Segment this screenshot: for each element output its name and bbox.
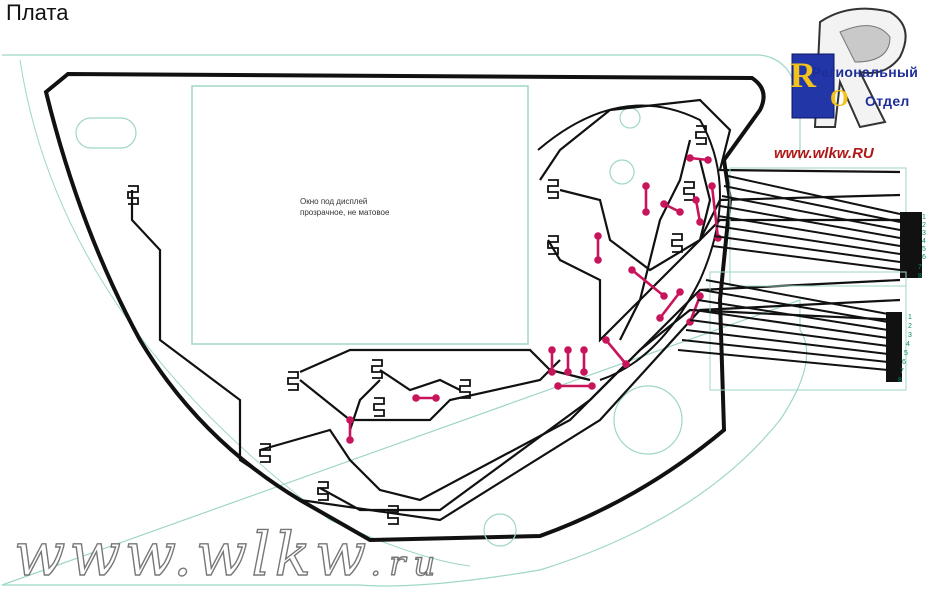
display-window [191, 85, 529, 345]
pin-label: 6 [922, 254, 926, 261]
logo-emblem [791, 7, 907, 129]
pin-label: 3 [908, 332, 912, 339]
watermark-suffix: .ru [370, 543, 444, 584]
pin-label: 1 [922, 214, 926, 221]
slot-cutout [75, 117, 137, 149]
logo-r-letter: R [790, 55, 816, 95]
mount-hole [613, 385, 683, 455]
caption-line-2: прозрачное, не матовое [300, 208, 390, 217]
page-title: Плата [6, 0, 69, 25]
logo-o-letter: O [830, 86, 849, 112]
pin-label: 4 [906, 341, 910, 348]
pin-label: 5 [904, 350, 908, 357]
pin-label: 2 [922, 222, 926, 229]
mount-hole [619, 107, 641, 129]
ribbon-connector-bottom [677, 271, 907, 391]
pin-label: 2 [908, 323, 912, 330]
watermark: www.wlkw.ru [13, 519, 444, 590]
caption-line-1: Окно под дисплей [300, 197, 368, 206]
ribbon-connector-top [711, 167, 922, 287]
display-window-caption: Окно под дисплей прозрачное, не матовое [300, 196, 430, 218]
pin-label: 8 [918, 273, 922, 280]
pin-label: 3 [922, 230, 926, 237]
pin-label: 1 [908, 314, 912, 321]
logo-line-1: Региональный [812, 64, 919, 80]
logo-line-2: Отдел [865, 93, 910, 109]
watermark-main: www.wlkw [13, 519, 371, 590]
inner-arc [537, 104, 721, 381]
pin-label: 7 [900, 368, 904, 375]
enclosure-inner-arc [19, 59, 471, 567]
pin-label: 6 [902, 359, 906, 366]
pin-label: 4 [922, 238, 926, 245]
logo-url: www.wlkw.RU [774, 145, 874, 162]
pad-group [127, 125, 707, 525]
pin-label: 5 [922, 246, 926, 253]
pin-label: 8 [898, 377, 902, 384]
mount-hole [483, 513, 517, 547]
mount-hole [609, 159, 635, 185]
trace-group [130, 98, 901, 522]
via-group [346, 154, 722, 444]
pin-label: 7 [918, 264, 922, 271]
